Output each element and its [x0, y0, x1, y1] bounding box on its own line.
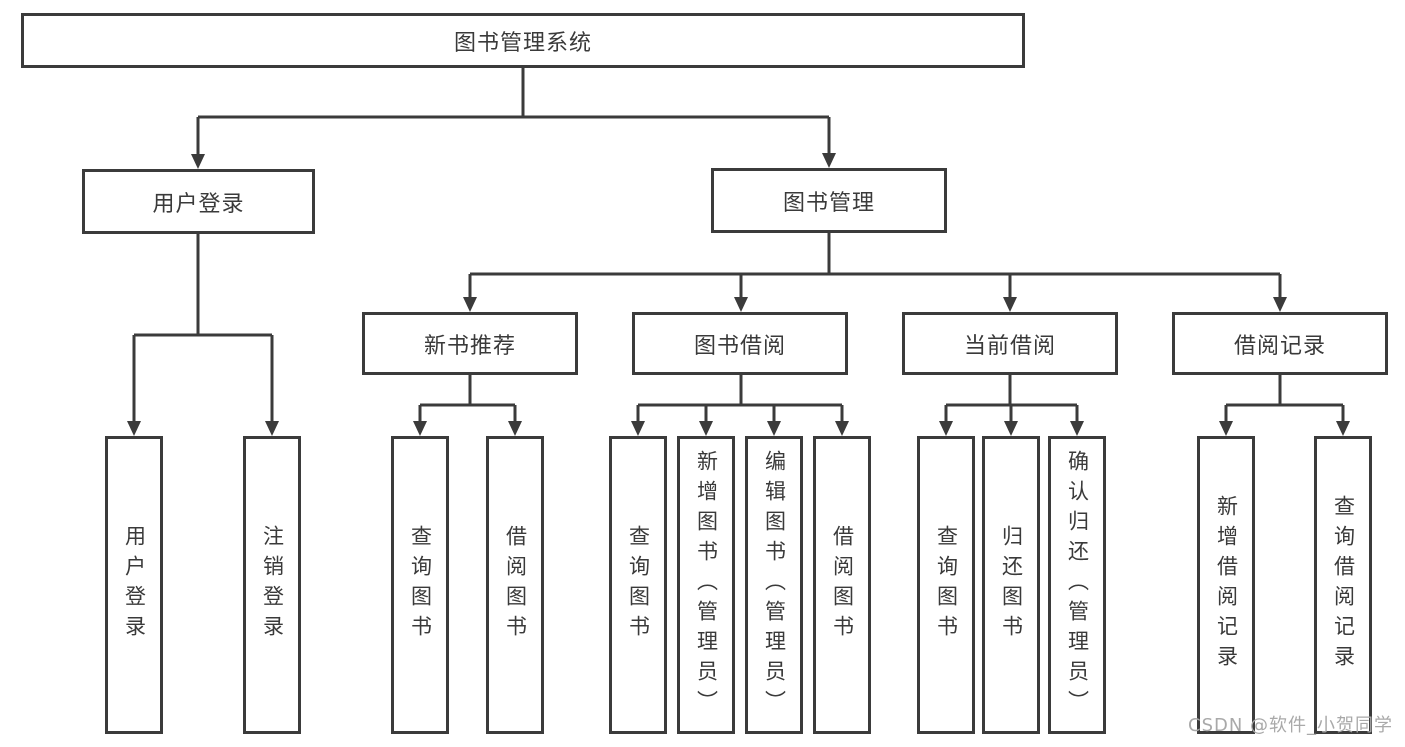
- connector-book-mgmt-to-level3: [463, 233, 1287, 312]
- leaf-logout: 注销登录: [243, 436, 301, 734]
- leaf-confirm-return-admin: 确认归还（管理员）: [1048, 436, 1106, 734]
- node-book-management: 图书管理: [711, 168, 947, 233]
- leaf-borrow-books: 借阅图书: [813, 436, 871, 734]
- leaf-borrow-books-recommend: 借阅图书: [486, 436, 544, 734]
- connector-user-login-to-leaves: [127, 234, 279, 436]
- leaf-query-books-recommend: 查询图书: [391, 436, 449, 734]
- leaf-add-borrow-record: 新增借阅记录: [1197, 436, 1255, 734]
- leaf-add-books-admin: 新增图书（管理员）: [677, 436, 735, 734]
- leaf-edit-books-admin: 编辑图书（管理员）: [745, 436, 803, 734]
- node-root-system: 图书管理系统: [21, 13, 1025, 68]
- node-new-book-recommend: 新书推荐: [362, 312, 578, 375]
- leaf-query-books-borrow: 查询图书: [609, 436, 667, 734]
- node-user-login: 用户登录: [82, 169, 315, 234]
- connector-book-borrow-to-leaves: [631, 375, 849, 436]
- node-current-borrow: 当前借阅: [902, 312, 1118, 375]
- leaf-query-books-current: 查询图书: [917, 436, 975, 734]
- node-borrow-records: 借阅记录: [1172, 312, 1388, 375]
- leaf-return-books: 归还图书: [982, 436, 1040, 734]
- csdn-watermark: CSDN @软件_小贺同学: [1188, 715, 1394, 736]
- node-book-borrow: 图书借阅: [632, 312, 848, 375]
- connector-borrow-records-to-leaves: [1219, 375, 1350, 436]
- connector-root-to-level2: [191, 68, 836, 169]
- connector-current-borrow-to-leaves: [939, 375, 1084, 436]
- leaf-user-login: 用户登录: [105, 436, 163, 734]
- connector-new-books-to-leaves: [413, 375, 522, 436]
- leaf-query-borrow-record: 查询借阅记录: [1314, 436, 1372, 734]
